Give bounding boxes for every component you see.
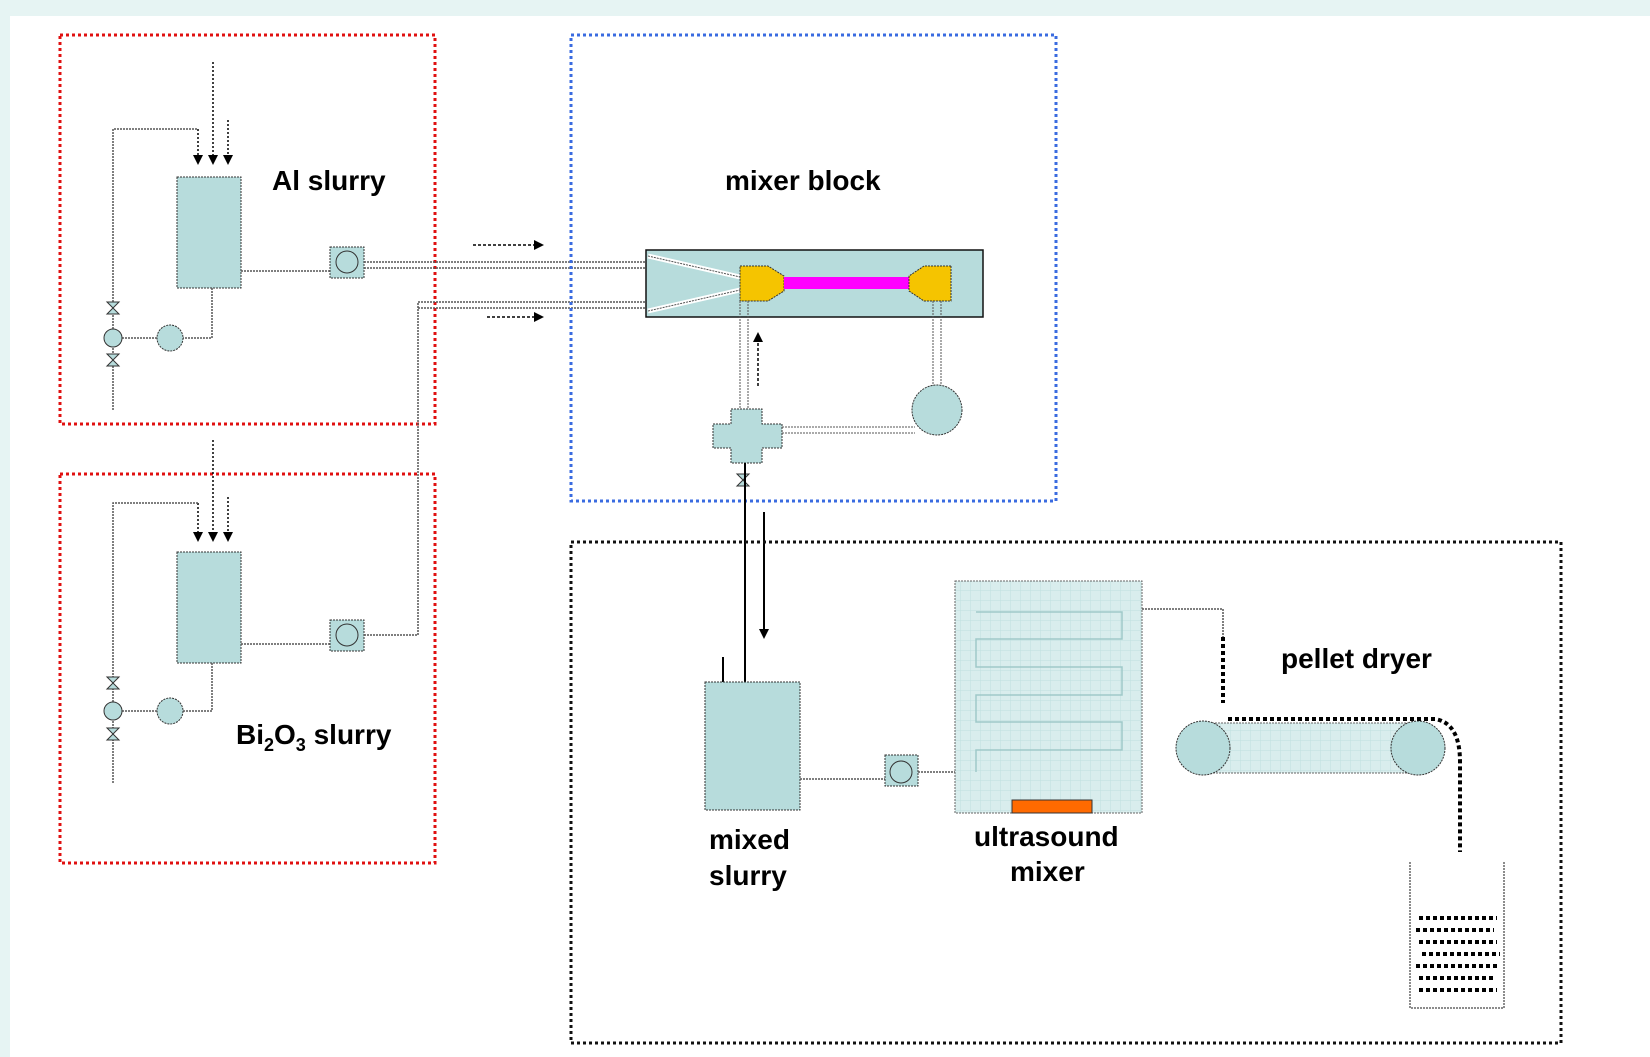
mixed-slurry-label-line2: slurry [709,860,787,891]
ultrasound-serpentine [975,611,1123,772]
bi2o3-label-suffix: slurry [306,719,392,750]
outlet-nozzle [908,265,952,302]
collected-pellets [1416,916,1500,992]
ultrasound-transducer [1011,799,1093,814]
mixed-slurry-label-line1: mixed [709,824,790,855]
transfer-lines [744,463,769,683]
return-loop [782,301,942,434]
feed-lines [364,240,645,635]
al-pump-line [183,288,213,339]
al-valve-icon [103,301,123,367]
processing-boundary [569,540,1563,1045]
al-slurry-group: Al slurry [58,33,437,426]
bi2o3-label-sub1: 2 [264,735,274,755]
dryer-roller-right [1390,720,1446,776]
al-recirc-line [112,128,198,410]
al-slurry-boundary [58,33,437,426]
riser-lines [739,301,763,410]
pellet-dryer-label: pellet dryer [1281,643,1432,674]
al-circulation-pump-icon [156,324,184,352]
al-feed-arrows [193,62,233,165]
mixer-block-group: mixer block [569,33,1058,503]
processing-group: mixed slurry ultrasound mixer pellet dry… [569,540,1563,1045]
bi2o3-slurry-boundary [58,472,437,865]
mixer-block-boundary [569,33,1058,503]
dryer-roller-left [1175,720,1231,776]
al-slurry-tank [176,176,242,289]
ultrasound-mixer-tank [954,580,1143,814]
bi2o3-pump-line [183,663,213,712]
bi2o3-slurry-label: Bi2O3 slurry [236,719,392,755]
bi2o3-slurry-group: Bi2O3 slurry [58,440,437,865]
bi2o3-slurry-tank [176,551,242,664]
bi2o3-recirc-line [112,502,198,783]
inlet-channels [647,253,741,314]
pellet-collection-bin [1409,862,1505,1009]
pellet-stream-on-belt [1228,717,1462,852]
mixer-block-label: mixer block [725,165,881,196]
bi2o3-label-bi: Bi [236,719,264,750]
al-metering-pump-icon [329,246,365,279]
bi2o3-label-sub2: 3 [296,735,306,755]
bi2o3-metering-pump-icon [329,619,365,652]
ultrasound-mixer-label-line2: mixer [1010,856,1085,887]
ultrasound-outlet-line [1142,608,1224,637]
al-slurry-label: Al slurry [272,165,386,196]
mixed-slurry-tank [704,681,801,811]
cross-junction-icon [712,408,783,464]
ultrasound-mixer-label-line1: ultrasound [974,821,1119,852]
dryer-belt [1202,722,1419,774]
top-banner [0,0,1650,16]
mixing-channel [784,277,909,289]
transfer-pump-icon [884,754,919,787]
bi2o3-feed-arrows [193,440,233,542]
diagram-canvas [10,16,1650,1057]
bi2o3-label-o: O [274,719,296,750]
bi2o3-circulation-pump-icon [156,697,184,725]
bi2o3-valve-icon [103,676,123,741]
recirculation-pump-icon [911,384,963,436]
drain-valve-icon [735,473,751,487]
